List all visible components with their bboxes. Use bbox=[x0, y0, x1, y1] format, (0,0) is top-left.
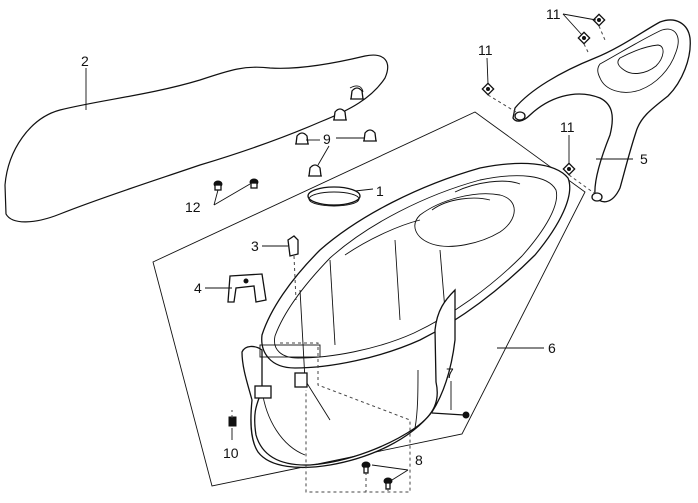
seat-bolt-parts bbox=[213, 178, 259, 191]
callout-1: 1 bbox=[376, 183, 384, 199]
callout-7: 7 bbox=[446, 365, 454, 381]
callout-6: 6 bbox=[548, 340, 556, 356]
callout-12: 12 bbox=[185, 199, 201, 215]
bracket-part bbox=[227, 273, 267, 303]
small-nut-part bbox=[228, 416, 237, 427]
callout-11-left: 11 bbox=[478, 42, 493, 58]
seat-bumper-parts bbox=[295, 87, 377, 177]
rear-carrier-part bbox=[512, 19, 691, 203]
luggage-box-assembly-outline bbox=[152, 111, 586, 487]
callout-11-lower: 11 bbox=[560, 119, 575, 135]
callout-10: 10 bbox=[223, 445, 239, 461]
carrier-nut-parts bbox=[481, 13, 606, 194]
callout-5: 5 bbox=[640, 151, 648, 167]
leader-lines bbox=[85, 13, 633, 481]
dashed-alignment-guides bbox=[231, 342, 411, 493]
long-bolt-part bbox=[431, 411, 470, 419]
luggage-box-cap-part bbox=[307, 186, 361, 207]
seat-part bbox=[4, 54, 389, 223]
callout-4: 4 bbox=[194, 280, 202, 296]
callout-2: 2 bbox=[81, 53, 89, 69]
callout-8: 8 bbox=[415, 452, 423, 468]
callout-3: 3 bbox=[251, 238, 259, 254]
clip-part bbox=[287, 235, 299, 301]
callout-11-top: 11 bbox=[546, 6, 561, 22]
callout-9: 9 bbox=[323, 131, 331, 147]
screw-parts bbox=[361, 461, 393, 490]
callout-labels: 1 2 3 4 5 6 7 8 9 10 11 11 11 12 bbox=[81, 6, 648, 468]
luggage-box-part bbox=[241, 162, 571, 469]
